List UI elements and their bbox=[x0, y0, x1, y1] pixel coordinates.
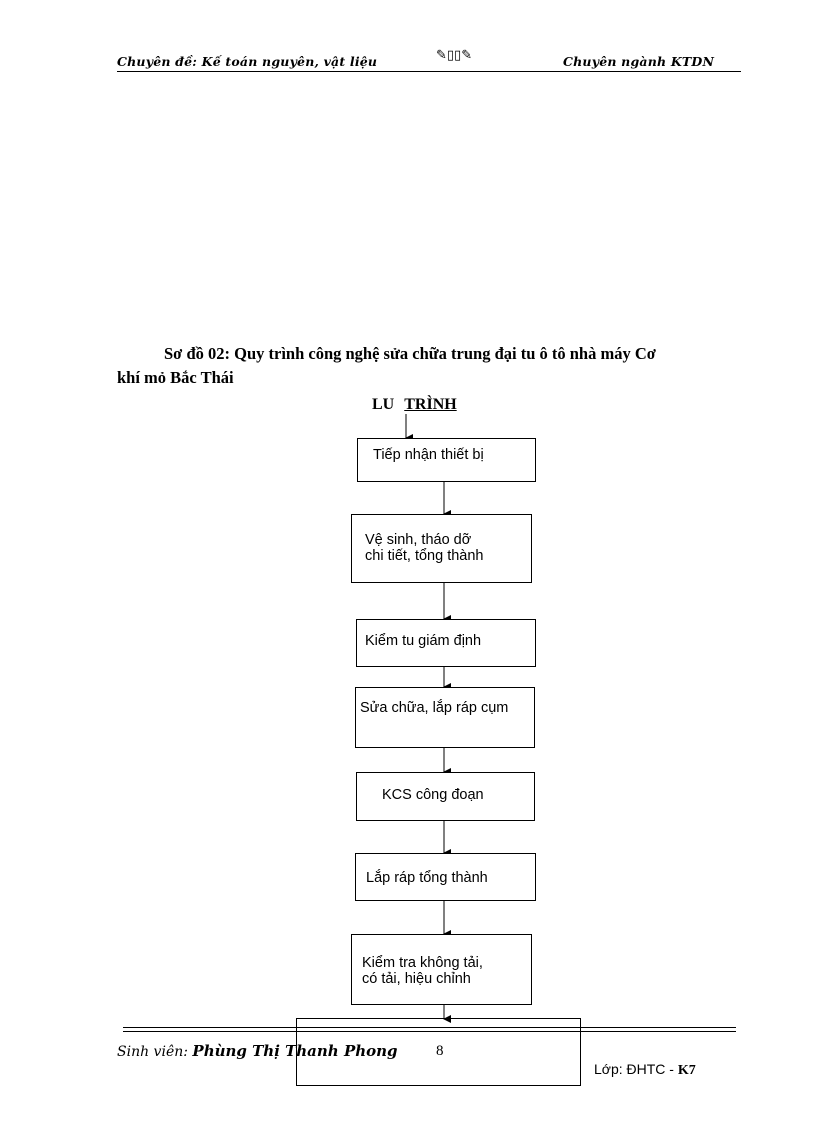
step-label-6: Lắp ráp tổng thành bbox=[366, 870, 488, 886]
step-label-1: Tiếp nhận thiết bị bbox=[373, 447, 484, 463]
step-box-load-test: Kiểm tra không tải, có tải, hiệu chỉnh bbox=[351, 934, 532, 1005]
flow-title: LU TRÌNH bbox=[372, 396, 457, 414]
footer-class: Lớp: ĐHTC - K7 bbox=[594, 1061, 696, 1079]
step-label-7: Kiểm tra không tải, có tải, hiệu chỉnh bbox=[362, 955, 483, 987]
diagram-caption: Sơ đồ 02: Quy trình công nghệ sửa chữa t… bbox=[117, 342, 747, 390]
step-box-repair-assemble: Sửa chữa, lắp ráp cụm bbox=[355, 687, 535, 748]
step-label-2: Vệ sinh, tháo dỡ chi tiết, tổng thành bbox=[365, 532, 484, 564]
page-number: 8 bbox=[436, 1043, 444, 1059]
step-box-receive: Tiếp nhận thiết bị bbox=[357, 438, 536, 482]
step-box-empty bbox=[296, 1018, 581, 1086]
student-name: Phùng Thị Thanh Phong bbox=[192, 1042, 398, 1060]
step-label-3: Kiểm tu giám định bbox=[365, 633, 482, 649]
header-divider bbox=[117, 71, 741, 72]
book-ornament-icon: ✎▯▯✎ bbox=[436, 48, 473, 63]
flow-title-right: TRÌNH bbox=[404, 396, 457, 413]
step-box-clean-disassemble: Vệ sinh, tháo dỡ chi tiết, tổng thành bbox=[351, 514, 532, 583]
footer-divider-1 bbox=[123, 1027, 736, 1028]
step-label-5: KCS công đoạn bbox=[382, 787, 484, 803]
class-code: K7 bbox=[677, 1063, 696, 1078]
student-label: Sinh viên: bbox=[117, 1044, 188, 1060]
header-major: Chuyên ngành KTDN bbox=[563, 54, 715, 69]
flow-title-left: LU bbox=[372, 396, 395, 413]
footer-student: Sinh viên: Phùng Thị Thanh Phong bbox=[117, 1042, 398, 1060]
step-box-inspect: Kiểm tu giám định bbox=[356, 619, 536, 667]
step-box-kcs: KCS công đoạn bbox=[356, 772, 535, 821]
class-label: Lớp: ĐHTC - bbox=[594, 1061, 674, 1077]
caption-line-2: khí mỏ Bắc Thái bbox=[117, 368, 234, 387]
caption-line-1: Sơ đồ 02: Quy trình công nghệ sửa chữa t… bbox=[164, 344, 656, 363]
step-label-4: Sửa chữa, lắp ráp cụm bbox=[360, 700, 509, 716]
header-topic: Chuyên đề: Kế toán nguyên, vật liệu bbox=[117, 54, 378, 69]
footer-divider-2 bbox=[123, 1031, 736, 1032]
step-box-final-assembly: Lắp ráp tổng thành bbox=[355, 853, 536, 901]
